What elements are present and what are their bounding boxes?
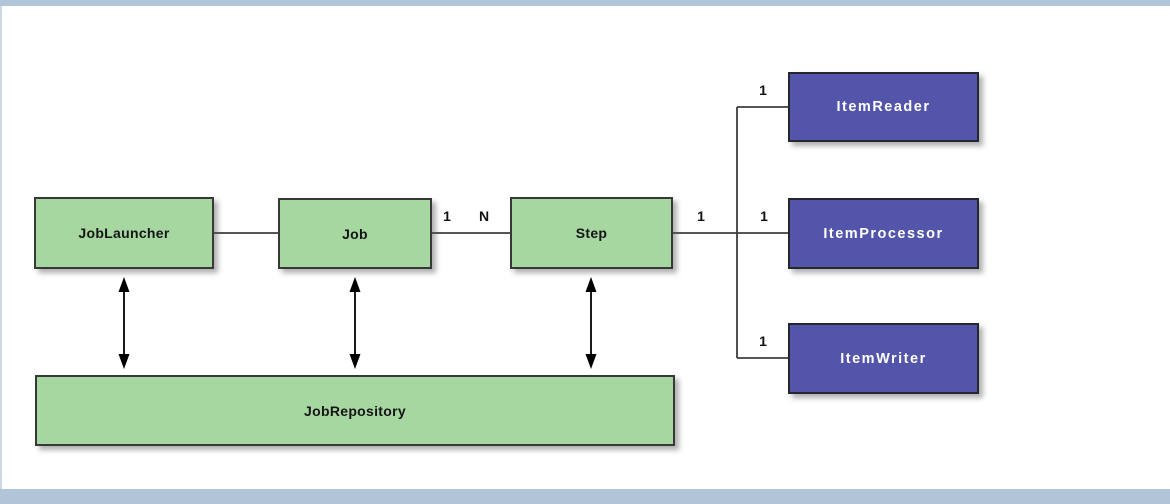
multiplicity-step-many: N — [478, 208, 490, 224]
frame-top-band — [0, 0, 1170, 6]
node-joblauncher-label: JobLauncher — [78, 225, 170, 241]
node-jobrepository-label: JobRepository — [304, 402, 406, 419]
node-itemreader-label: ItemReader — [836, 99, 931, 115]
frame-bottom-band — [0, 489, 1170, 504]
multiplicity-itemprocessor-one: 1 — [760, 208, 768, 224]
arrow-step-jobrepository — [585, 277, 597, 369]
node-step-label: Step — [575, 225, 608, 241]
arrow-joblauncher-jobrepository — [118, 277, 130, 369]
frame-left-strip — [0, 6, 2, 489]
arrow-job-jobrepository — [349, 277, 361, 369]
multiplicity-job-one: 1 — [443, 208, 451, 224]
node-itemprocessor-label: ItemProcessor — [823, 225, 944, 242]
node-job-label: Job — [342, 225, 368, 242]
node-jobrepository: JobRepository — [35, 375, 675, 446]
node-itemwriter: ItemWriter — [788, 323, 979, 394]
multiplicity-itemreader-one: 1 — [759, 82, 767, 98]
node-itemreader: ItemReader — [788, 72, 979, 142]
multiplicity-itemwriter-one: 1 — [759, 333, 767, 349]
node-itemwriter-label: ItemWriter — [840, 350, 927, 367]
node-step: Step — [510, 197, 673, 269]
multiplicity-step-right-one: 1 — [697, 208, 705, 224]
node-joblauncher: JobLauncher — [34, 197, 214, 269]
node-job: Job — [278, 198, 432, 269]
node-itemprocessor: ItemProcessor — [788, 198, 979, 269]
